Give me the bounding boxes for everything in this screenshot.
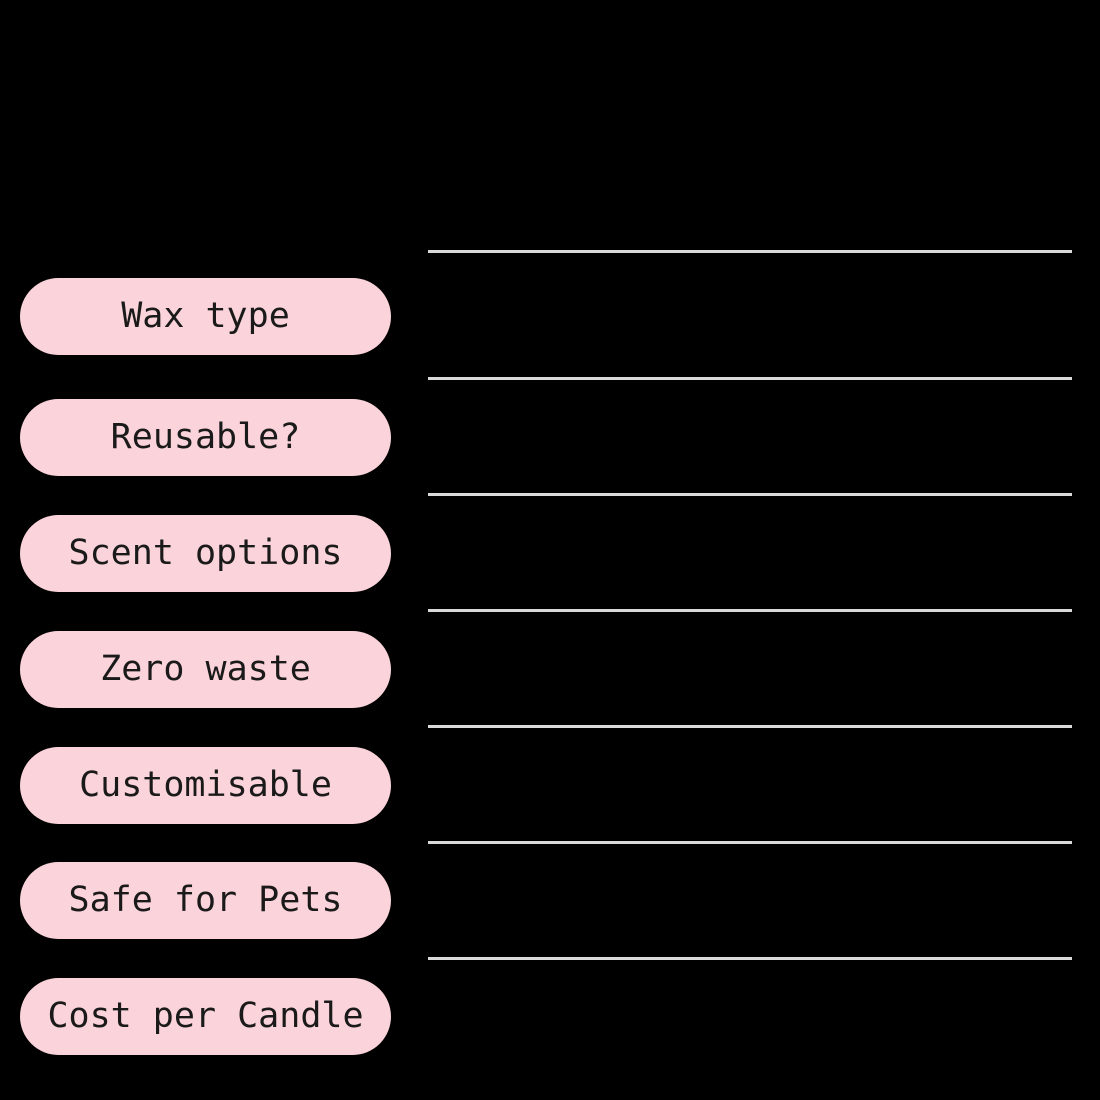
row-divider-4 [428,609,1072,612]
row-pill-label: Customisable [79,765,332,805]
row-pill-label: Scent options [68,533,343,573]
row-pill-label: Reusable? [110,417,301,457]
row-pill-wax-type: Wax type [20,278,391,355]
row-divider-3 [428,493,1072,496]
row-pill-label: Zero waste [100,649,311,689]
row-divider-5 [428,725,1072,728]
row-divider-7 [428,957,1072,960]
row-divider-1 [428,250,1072,253]
row-pill-scent-options: Scent options [20,515,391,592]
row-pill-label: Cost per Candle [47,996,364,1036]
row-pill-cost-per-candle: Cost per Candle [20,978,391,1055]
row-pill-label: Safe for Pets [68,880,343,920]
row-divider-6 [428,841,1072,844]
row-pill-zero-waste: Zero waste [20,631,391,708]
row-pill-safe-for-pets: Safe for Pets [20,862,391,939]
row-pill-reusable: Reusable? [20,399,391,476]
row-pill-label: Wax type [121,296,290,336]
row-pill-customisable: Customisable [20,747,391,824]
row-divider-2 [428,377,1072,380]
